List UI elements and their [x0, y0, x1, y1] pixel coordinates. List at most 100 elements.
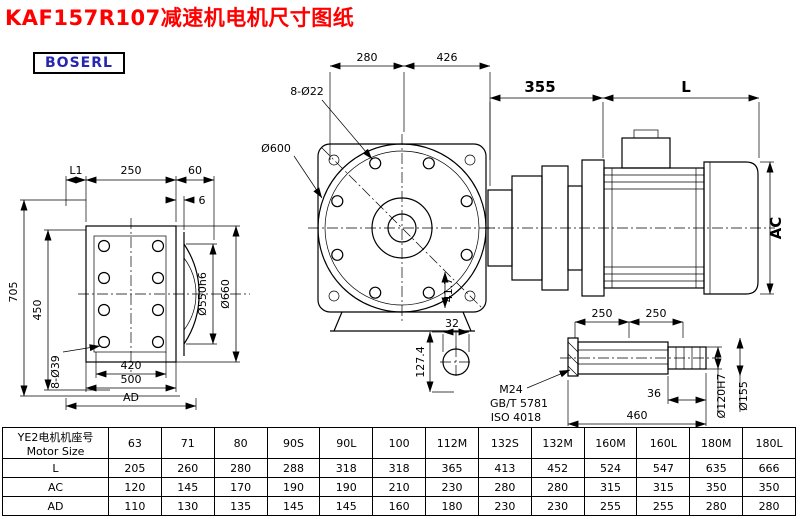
motor-size-label-en: Motor Size	[26, 444, 85, 458]
dim-ad-label: AD	[123, 391, 139, 404]
dim-705-label: 705	[7, 282, 20, 303]
table-cell: 452	[530, 458, 585, 478]
flange-view: 280 426 8-Ø22 Ø600 41.7 32 127.4	[261, 51, 496, 393]
table-cell: 230	[477, 496, 532, 516]
size-col-header: 90S	[266, 427, 321, 459]
shaft-step	[667, 346, 707, 370]
corner-bolts	[328, 154, 476, 302]
dim-250-label: 250	[121, 164, 142, 177]
table-cell: 110	[108, 496, 162, 516]
table-row-AD: AD 110 130 135 145 145 160 180 230 230 2…	[2, 496, 796, 516]
table-cell: 145	[160, 477, 215, 497]
table-cell: 160	[372, 496, 427, 516]
size-col-header: 180L	[742, 427, 796, 459]
size-col-header: 160M	[583, 427, 638, 459]
table-row-L: L 205 260 280 288 318 318 365 413 452 52…	[2, 458, 796, 478]
table-cell: 315	[636, 477, 691, 497]
table-cell: 635	[689, 458, 744, 478]
size-col-header: 132S	[477, 427, 532, 459]
dim-450-label: 450	[31, 300, 44, 321]
table-cell: 120	[108, 477, 162, 497]
dim-426-label: 426	[437, 51, 458, 64]
table-cell: 280	[530, 477, 585, 497]
dim-8xd39-label: 8-Ø39	[49, 355, 62, 389]
table-cell: 260	[160, 458, 215, 478]
row-label-AD: AD	[2, 496, 109, 516]
size-col-header: 180M	[689, 427, 744, 459]
size-col-header: 160L	[636, 427, 691, 459]
table-cell: 318	[372, 458, 427, 478]
table-cell: 180	[425, 496, 479, 516]
front-view: L1 250 60 6 705 450 420 500	[7, 164, 250, 410]
thread-spec-label: M24	[499, 383, 523, 396]
dim-60-label: 60	[188, 164, 202, 177]
mounting-bolt-holes	[97, 239, 165, 349]
table-cell: 190	[319, 477, 374, 497]
dim-32-label: 32	[445, 317, 459, 330]
table-cell: 413	[477, 458, 532, 478]
table-cell: 350	[689, 477, 744, 497]
table-cell: 230	[530, 496, 585, 516]
size-col-header: 112M	[425, 427, 479, 459]
dim-d600-label: Ø600	[261, 142, 291, 155]
table-cell: 205	[108, 458, 162, 478]
table-cell: 190	[266, 477, 321, 497]
dim-500-label: 500	[121, 373, 142, 386]
dim-8xd22-label: 8-Ø22	[290, 85, 324, 98]
size-col-header: 80	[213, 427, 268, 459]
size-col-header: 63	[108, 427, 162, 459]
table-cell: 280	[689, 496, 744, 516]
dim-250b-label: 250	[646, 307, 667, 320]
dim-AC-label: AC	[767, 217, 785, 240]
dim-d120-label: Ø120H7	[715, 374, 728, 419]
flange-arc-inner	[183, 257, 197, 331]
size-col-header: 100	[372, 427, 427, 459]
flange-arc-outer	[183, 243, 200, 345]
motor-size-table: YE2电机机座号 Motor Size 63 71 80 90S 90L 100…	[2, 427, 796, 516]
dim-36-label: 36	[647, 387, 661, 400]
standard-iso-label: ISO 4018	[491, 411, 541, 424]
table-cell: 666	[742, 458, 796, 478]
table-cell: 210	[372, 477, 427, 497]
dim-460-label: 460	[627, 409, 648, 422]
table-cell: 318	[319, 458, 374, 478]
dim-280-label: 280	[357, 51, 378, 64]
table-cell: 288	[266, 458, 321, 478]
motor-size-header-cell: YE2电机机座号 Motor Size	[2, 427, 109, 459]
motor-size-label-cn: YE2电机机座号	[17, 430, 94, 444]
table-cell: 315	[583, 477, 638, 497]
dim-6-label: 6	[199, 194, 206, 207]
size-col-header: 71	[160, 427, 215, 459]
table-cell: 170	[213, 477, 268, 497]
dim-d550-label: Ø550h6	[196, 272, 209, 316]
dim-127-4-label: 127.4	[414, 346, 427, 378]
row-label-L: L	[2, 458, 109, 478]
dim-d660-label: Ø660	[219, 279, 232, 309]
standard-gb-label: GB/T 5781	[490, 397, 548, 410]
table-cell: 547	[636, 458, 691, 478]
table-row-AC: AC 120 145 170 190 190 210 230 280 280 3…	[2, 477, 796, 497]
dim-41-7-label: 41.7	[442, 278, 455, 303]
table-cell: 365	[425, 458, 479, 478]
dim-l1-label: L1	[69, 164, 82, 177]
table-cell: 280	[213, 458, 268, 478]
brand-logo: BOSERL	[33, 52, 125, 74]
dim-L-label: L	[681, 78, 691, 96]
page-title: KAF157R107减速机电机尺寸图纸	[5, 6, 355, 30]
table-cell: 135	[213, 496, 268, 516]
table-cell: 145	[319, 496, 374, 516]
size-col-header: 90L	[319, 427, 374, 459]
table-cell: 230	[425, 477, 479, 497]
table-cell: 280	[477, 477, 532, 497]
table-cell: 280	[742, 496, 796, 516]
dim-250a-label: 250	[592, 307, 613, 320]
table-cell: 255	[636, 496, 691, 516]
fan-cowl	[703, 161, 759, 295]
terminal-box	[621, 137, 671, 169]
table-cell: 130	[160, 496, 215, 516]
table-cell: 255	[583, 496, 638, 516]
shaft-view: 250 250 M24 GB/T 5781 ISO 4018 36 460	[490, 307, 750, 428]
table-cell: 145	[266, 496, 321, 516]
table-header-row: YE2电机机座号 Motor Size 63 71 80 90S 90L 100…	[2, 427, 796, 459]
